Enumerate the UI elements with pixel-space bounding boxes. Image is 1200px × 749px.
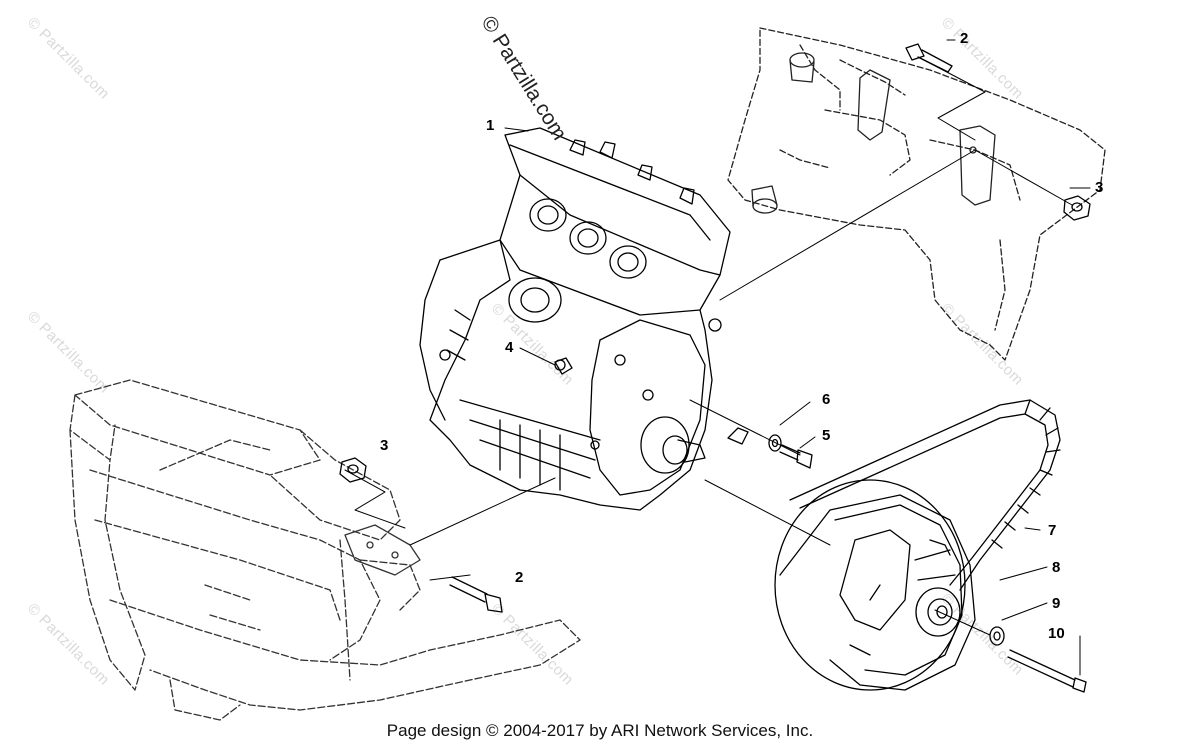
bolt-upper	[905, 43, 953, 73]
callout-bolt-lower: 2	[515, 569, 524, 586]
mounting-plate-bosses	[751, 52, 996, 214]
clutch-assembly	[774, 479, 976, 691]
callout-nut-left: 3	[380, 437, 389, 454]
vehicle-frame	[69, 379, 581, 721]
callout-bolt-upper: 2	[960, 30, 969, 47]
washer-9	[989, 626, 1005, 646]
assembly-centerlines	[344, 39, 1091, 676]
callout-nut-upper: 3	[1095, 179, 1104, 196]
clip	[727, 427, 749, 445]
callout-bolt-5: 5	[822, 427, 831, 444]
engine	[419, 127, 731, 511]
callout-washer-9: 9	[1052, 595, 1061, 612]
nut-center	[554, 357, 573, 375]
frame-mount-bracket	[344, 524, 421, 576]
callout-bolt-10: 10	[1048, 625, 1065, 642]
callout-washer: 6	[822, 391, 831, 408]
washer-6	[768, 434, 782, 452]
nut-upper-right	[1063, 195, 1091, 221]
callout-engine: 1	[486, 117, 495, 134]
page-footer-copyright: Page design © 2004-2017 by ARI Network S…	[386, 721, 814, 740]
drive-belt	[789, 399, 1061, 591]
callout-nut-center: 4	[505, 339, 514, 356]
mounting-plate	[727, 27, 1106, 361]
bolt-lower	[449, 576, 503, 613]
callout-drive-belt: 7	[1048, 522, 1057, 539]
nut-left	[339, 457, 367, 483]
callout-clutch: 8	[1052, 559, 1061, 576]
bolt-5	[779, 444, 813, 469]
bolt-10	[1007, 649, 1087, 693]
